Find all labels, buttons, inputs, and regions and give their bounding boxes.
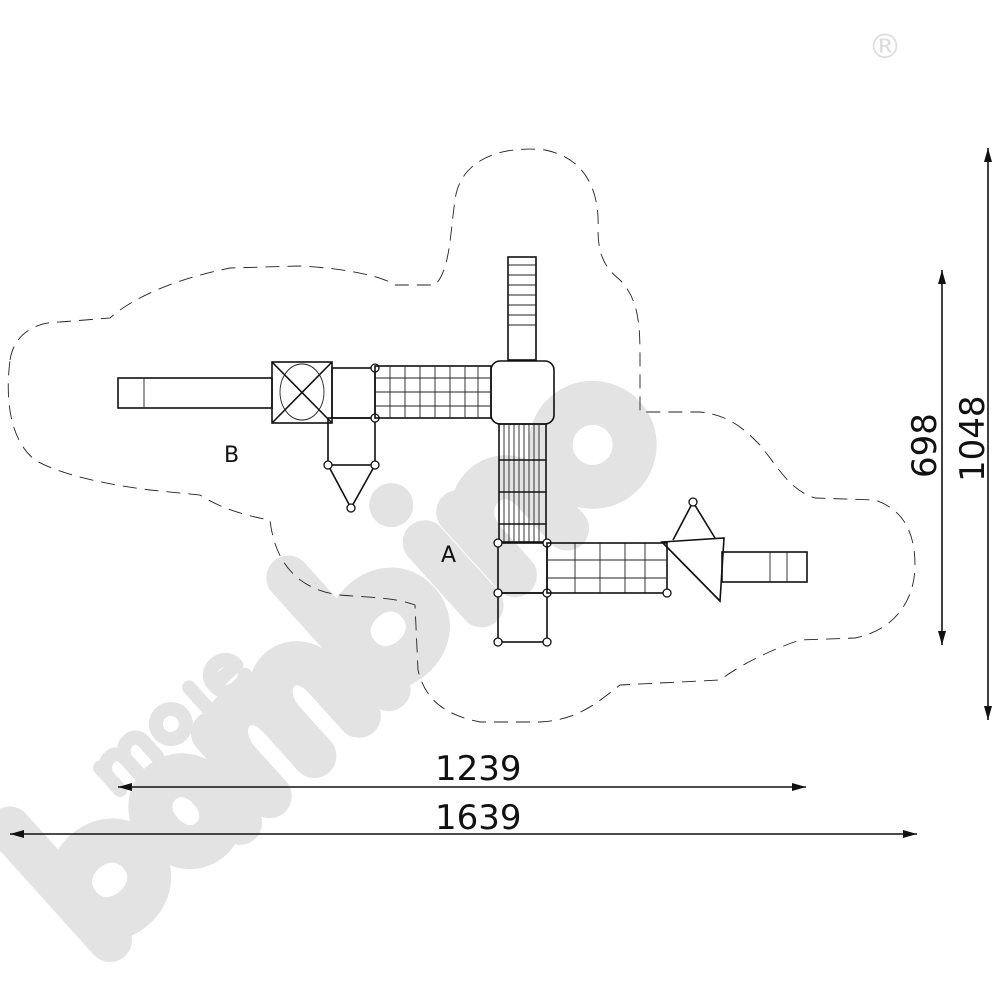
platform-b-lower <box>323 363 380 513</box>
roof-tower-a-right <box>660 497 725 603</box>
zone-label-b: B <box>224 443 239 468</box>
dimension-outer-height: 1048 <box>953 148 993 720</box>
safety-zone-outline <box>7 148 916 723</box>
zone-label-a: A <box>441 543 456 568</box>
climbing-ladder <box>507 256 537 361</box>
tube-tunnel <box>498 423 547 543</box>
dimension-inner-width: 1239 <box>118 749 806 791</box>
dimension-outer-width: 1639 <box>10 798 917 838</box>
inner-height-value: 698 <box>905 413 945 478</box>
watermark-bambino-shape <box>0 380 657 962</box>
slide-b <box>117 377 273 409</box>
inner-width-value: 1239 <box>435 749 522 789</box>
platform-b <box>331 367 376 419</box>
brand-watermark-logo: ® <box>0 27 902 962</box>
outer-height-value: 1048 <box>953 395 993 482</box>
outer-width-value: 1639 <box>435 798 522 838</box>
registered-mark: ® <box>868 27 902 67</box>
slide-a <box>721 551 808 583</box>
net-bridge-b <box>374 365 492 419</box>
dimension-inner-height: 698 <box>905 270 946 645</box>
roof-tower-b <box>271 361 333 424</box>
bridge-a <box>546 542 672 598</box>
